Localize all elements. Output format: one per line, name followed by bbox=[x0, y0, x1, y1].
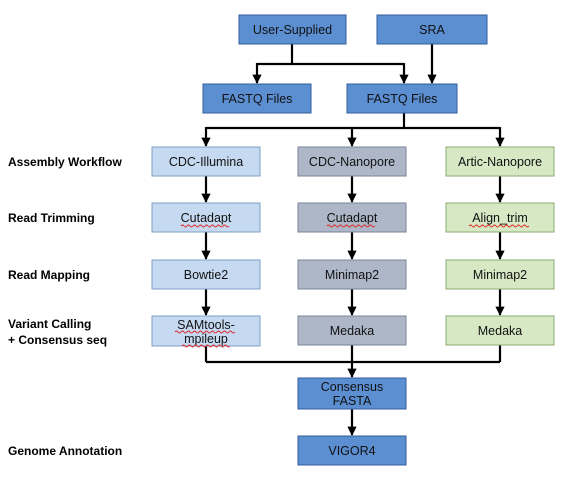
node-sra bbox=[376, 14, 488, 45]
row-labels: Assembly Workflow Read Trimming Read Map… bbox=[8, 155, 122, 458]
spellcheck-cutadapt-nanopore bbox=[326, 224, 376, 228]
node-samtools-mpileup-label-line1: SAMtools- bbox=[177, 318, 235, 332]
row-label-variant-calling: Variant Calling bbox=[8, 317, 91, 331]
node-vigor4 bbox=[297, 435, 407, 466]
spellcheck-mpileup bbox=[181, 344, 231, 348]
node-cutadapt-nanopore bbox=[297, 202, 407, 233]
node-consensus-fasta-label-line2: FASTA bbox=[333, 394, 372, 408]
node-artic-nanopore-label: Artic-Nanopore bbox=[458, 155, 542, 169]
node-align-trim bbox=[445, 202, 555, 233]
node-minimap2-artic bbox=[445, 259, 555, 290]
node-cdc-nanopore-label: CDC-Nanopore bbox=[309, 155, 395, 169]
node-fastq-files-right bbox=[346, 83, 458, 114]
node-bowtie2-label: Bowtie2 bbox=[184, 268, 229, 282]
node-artic-nanopore bbox=[445, 146, 555, 177]
node-cutadapt-illumina-label: Cutadapt bbox=[181, 211, 232, 225]
node-cdc-illumina-label: CDC-Illumina bbox=[169, 155, 243, 169]
node-consensus-fasta bbox=[297, 377, 407, 410]
connectors bbox=[201, 44, 505, 436]
node-consensus-fasta-label-line1: Consensus bbox=[321, 380, 384, 394]
spellcheck-cutadapt-illumina bbox=[180, 224, 230, 228]
node-vigor4-label: VIGOR4 bbox=[328, 444, 375, 458]
node-sra-label: SRA bbox=[419, 23, 445, 37]
node-fastq-files-left-label: FASTQ Files bbox=[222, 92, 293, 106]
node-cdc-nanopore bbox=[297, 146, 407, 177]
row-label-consensus-seq: + Consensus seq bbox=[8, 333, 107, 347]
node-fastq-files-right-label: FASTQ Files bbox=[367, 92, 438, 106]
row-label-read-mapping: Read Mapping bbox=[8, 268, 90, 282]
spellcheck-samtools bbox=[174, 330, 236, 334]
row-label-genome-annotation: Genome Annotation bbox=[8, 444, 122, 458]
node-minimap2-nanopore-label: Minimap2 bbox=[325, 268, 379, 282]
node-cutadapt-illumina bbox=[151, 202, 261, 233]
node-minimap2-nanopore bbox=[297, 259, 407, 290]
row-label-assembly-workflow: Assembly Workflow bbox=[8, 155, 122, 169]
node-user-supplied bbox=[238, 14, 347, 45]
node-align-trim-label: Align_trim bbox=[472, 211, 528, 225]
node-minimap2-artic-label: Minimap2 bbox=[473, 268, 527, 282]
node-medaka-nanopore-label: Medaka bbox=[330, 324, 375, 338]
node-medaka-artic bbox=[445, 315, 555, 346]
spellcheck-align-trim bbox=[468, 224, 530, 228]
node-bowtie2 bbox=[151, 259, 261, 290]
node-fastq-files-left bbox=[202, 83, 312, 114]
node-cutadapt-nanopore-label: Cutadapt bbox=[327, 211, 378, 225]
nodes: User-Supplied SRA FASTQ Files FASTQ File… bbox=[151, 14, 555, 466]
node-samtools-mpileup-label-line2: mpileup bbox=[184, 332, 228, 346]
node-cdc-illumina bbox=[151, 146, 261, 177]
node-medaka-nanopore bbox=[297, 315, 407, 346]
node-user-supplied-label: User-Supplied bbox=[253, 23, 332, 37]
row-label-read-trimming: Read Trimming bbox=[8, 211, 95, 225]
node-medaka-artic-label: Medaka bbox=[478, 324, 523, 338]
